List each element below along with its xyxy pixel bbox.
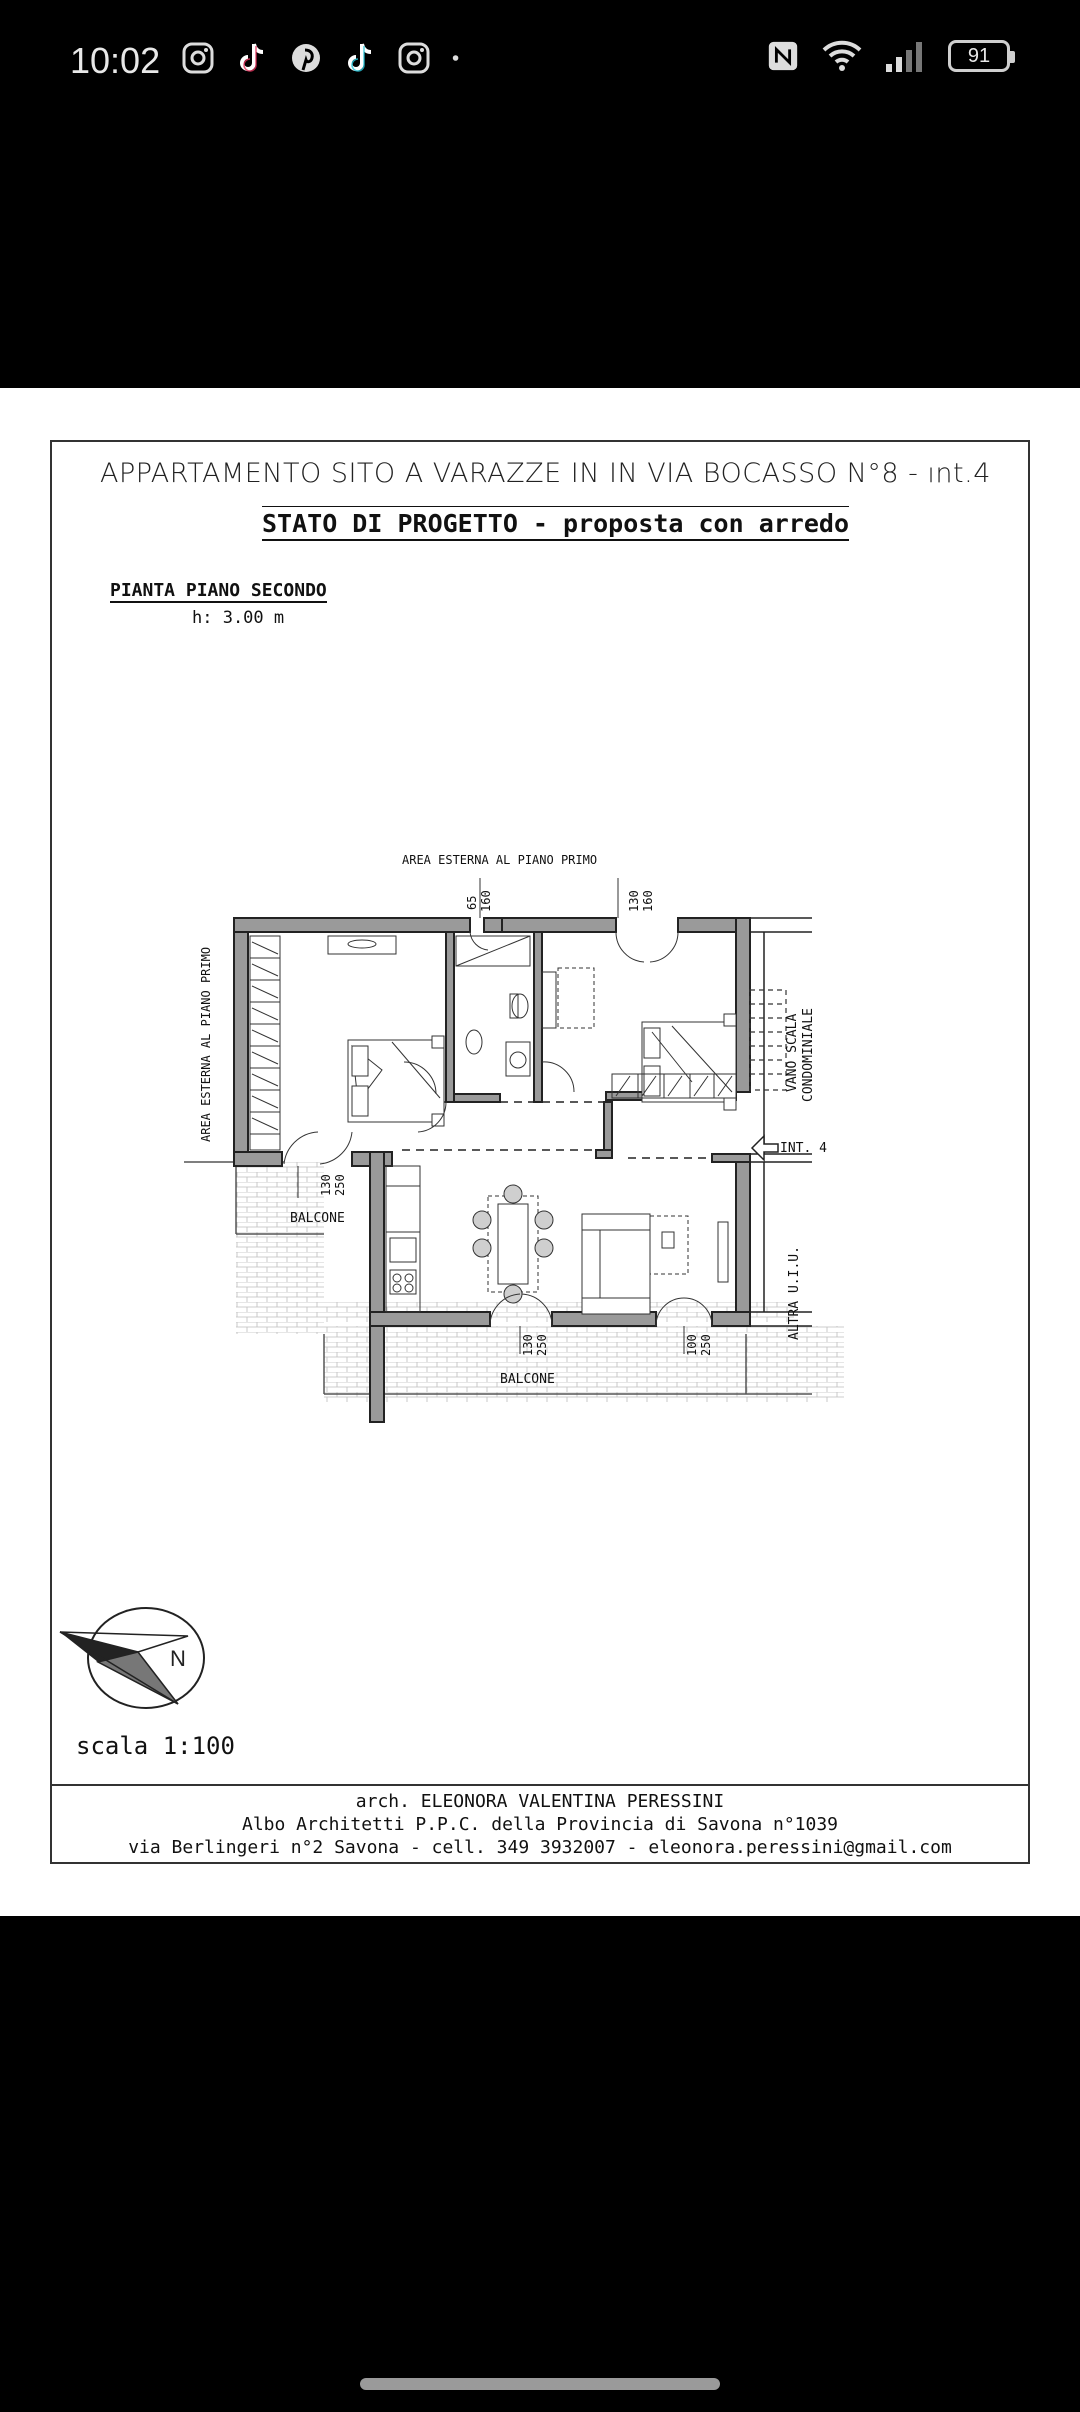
battery-icon: 91 bbox=[948, 40, 1015, 72]
document-title: APPARTAMENTO SITO A VARAZZE IN IN VIA BO… bbox=[100, 458, 991, 489]
notification-icons bbox=[180, 40, 470, 76]
bathroom bbox=[455, 935, 531, 1077]
balcony-left bbox=[236, 1162, 324, 1234]
sofa bbox=[581, 1213, 729, 1315]
dim-250b: 250 bbox=[333, 1174, 347, 1196]
nfc-icon bbox=[768, 41, 798, 71]
kitchen bbox=[385, 1165, 421, 1313]
dim-130b: 130 bbox=[319, 1174, 333, 1196]
dim-100: 100 bbox=[685, 1334, 699, 1356]
label-vano-scala: VANO SCALA bbox=[785, 1014, 800, 1092]
wardrobe-right bbox=[611, 1073, 737, 1099]
plan-label: PIANTA PIANO SECONDO bbox=[110, 580, 327, 603]
stairs bbox=[749, 989, 787, 1091]
dim-160a: 160 bbox=[479, 890, 493, 912]
label-int: INT. 4 bbox=[780, 1141, 827, 1156]
footer-line-3: via Berlingeri n°2 Savona - cell. 349 39… bbox=[128, 1837, 952, 1858]
dim-250d: 250 bbox=[699, 1334, 713, 1356]
wifi-icon bbox=[822, 40, 862, 71]
dot-icon bbox=[452, 55, 459, 61]
dim-130c: 130 bbox=[521, 1334, 535, 1356]
status-time: 10:02 bbox=[70, 40, 161, 81]
label-balcone-bottom: BALCONE bbox=[500, 1372, 555, 1387]
doors bbox=[283, 931, 713, 1327]
entrance-arrow-icon bbox=[750, 1134, 779, 1162]
label-altra: ALTRA U.I.U. bbox=[787, 1246, 802, 1340]
home-indicator[interactable] bbox=[360, 2378, 720, 2390]
wardrobe-left bbox=[249, 935, 281, 1151]
battery-level: 91 bbox=[967, 44, 991, 67]
instagram-icon bbox=[398, 42, 430, 74]
north-compass-icon: N bbox=[59, 1607, 205, 1709]
scale-label: scala 1:100 bbox=[76, 1732, 235, 1760]
plan-height: h: 3.00 m bbox=[192, 608, 285, 628]
document-subtitle: STATO DI PROGETTO - proposta con arredo bbox=[262, 506, 849, 541]
pinterest-icon bbox=[292, 44, 320, 72]
footer-line-1: arch. ELEONORA VALENTINA PERESSINI bbox=[355, 1791, 725, 1812]
label-condominiale: CONDOMINIALE bbox=[801, 1008, 816, 1102]
tiktok-icon bbox=[348, 43, 372, 72]
bed-left bbox=[347, 1035, 445, 1127]
label-area-top: AREA ESTERNA AL PIANO PRIMO bbox=[402, 853, 597, 867]
system-icons: 91 bbox=[766, 38, 1015, 74]
dim-130a: 130 bbox=[627, 890, 641, 912]
tiktok-icon bbox=[240, 43, 264, 72]
dim-160b: 160 bbox=[641, 890, 655, 912]
label-balcone-left: BALCONE bbox=[290, 1211, 345, 1226]
instagram-icon bbox=[182, 42, 214, 74]
footer-line-2: Albo Architetti P.P.C. della Provincia d… bbox=[241, 1814, 839, 1835]
dim-250c: 250 bbox=[535, 1334, 549, 1356]
floor-plan: AREA ESTERNA AL PIANO PRIMO AREA ESTERNA… bbox=[184, 853, 844, 1423]
dim-65: 65 bbox=[465, 896, 479, 910]
drawing-sheet: APPARTAMENTO SITO A VARAZZE IN IN VIA BO… bbox=[50, 440, 1030, 1864]
document-page[interactable]: APPARTAMENTO SITO A VARAZZE IN IN VIA BO… bbox=[0, 388, 1080, 1916]
svg-text:N: N bbox=[170, 1646, 186, 1671]
footer: arch. ELEONORA VALENTINA PERESSINI Albo … bbox=[52, 1784, 1028, 1859]
label-area-left: AREA ESTERNA AL PIANO PRIMO bbox=[199, 947, 213, 1142]
signal-icon bbox=[886, 42, 922, 72]
status-bar: 10:02 91 bbox=[0, 0, 1080, 124]
bed-right bbox=[641, 1013, 737, 1111]
dining-table bbox=[472, 1184, 554, 1304]
